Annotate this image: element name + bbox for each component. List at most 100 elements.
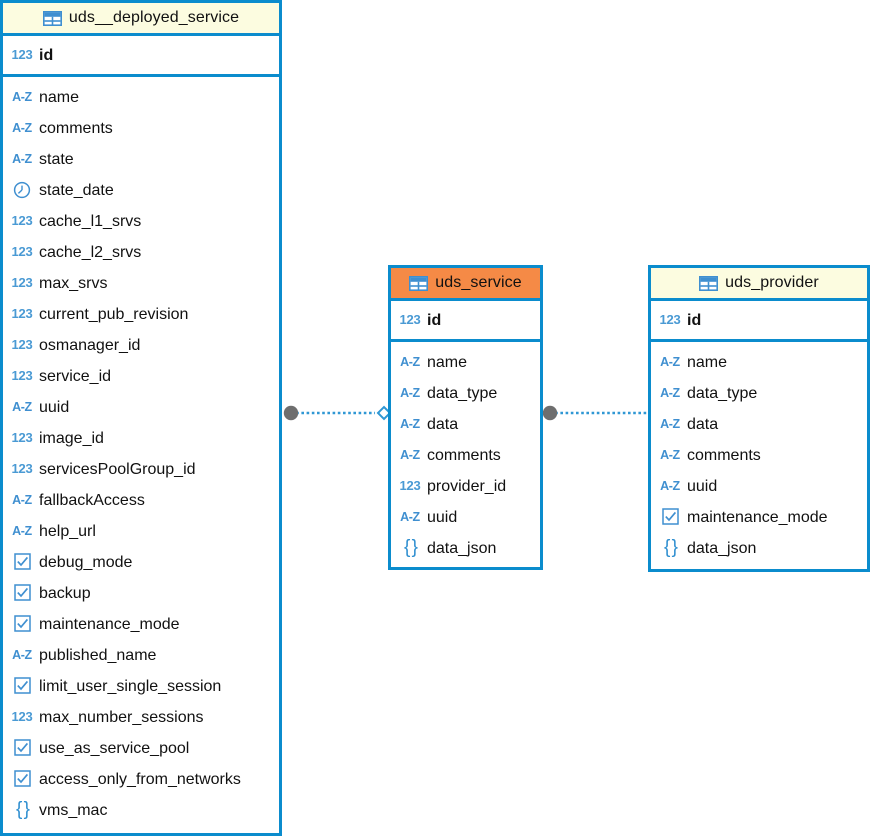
field-name: comments	[39, 119, 113, 137]
field-row[interactable]: access_only_from_networks	[3, 763, 279, 794]
field-name: uuid	[427, 508, 458, 526]
field-name: uuid	[39, 398, 70, 416]
field-row[interactable]: { }data_json	[391, 532, 540, 563]
field-name: comments	[427, 446, 501, 464]
field-name: name	[687, 353, 728, 371]
number-123-icon: 123	[11, 430, 33, 445]
relationship-service-to-provider[interactable]	[542, 405, 652, 421]
field-name: maintenance_mode	[687, 508, 828, 526]
filled-circle-marker	[283, 405, 299, 421]
field-name: service_id	[39, 367, 112, 385]
relationship-line	[542, 405, 650, 421]
number-123-icon: 123	[659, 312, 681, 327]
json-braces-icon: { }	[16, 798, 30, 820]
string-az-icon: A-Z	[400, 354, 420, 369]
entity-title: uds_provider	[725, 274, 819, 291]
table-icon	[42, 10, 62, 26]
field-name: maintenance_mode	[39, 615, 180, 633]
field-row[interactable]: A-Z uuid	[3, 391, 279, 422]
field-name: osmanager_id	[39, 336, 141, 354]
checkbox-icon	[11, 614, 33, 634]
field-name: data	[687, 415, 719, 433]
string-az-icon: A-Z	[660, 478, 680, 493]
number-123-icon: 123	[11, 368, 33, 383]
field-row[interactable]: 123 service_id	[3, 360, 279, 391]
field-row[interactable]: A-Z name	[391, 346, 540, 377]
field-name: id	[427, 311, 442, 329]
field-row[interactable]: maintenance_mode	[651, 501, 867, 532]
field-row[interactable]: maintenance_mode	[3, 608, 279, 639]
field-row[interactable]: A-Z name	[3, 81, 279, 112]
field-name: access_only_from_networks	[39, 770, 241, 788]
field-row[interactable]: state_date	[3, 174, 279, 205]
field-row[interactable]: 123 id	[391, 304, 540, 335]
entity-header[interactable]: uds_service	[391, 268, 540, 301]
field-row[interactable]: { }data_json	[651, 532, 867, 563]
field-row[interactable]: { }vms_mac	[3, 794, 279, 825]
field-row[interactable]: 123 id	[651, 304, 867, 335]
number-123-icon: 123	[11, 461, 33, 476]
string-az-icon: A-Z	[12, 89, 32, 104]
filled-circle-marker	[542, 405, 558, 421]
field-name: limit_user_single_session	[39, 677, 222, 695]
field-row[interactable]: 123 id	[3, 39, 279, 70]
field-row[interactable]: limit_user_single_session	[3, 670, 279, 701]
string-az-icon: A-Z	[660, 447, 680, 462]
string-az-icon: A-Z	[12, 492, 32, 507]
field-name: use_as_service_pool	[39, 739, 190, 757]
field-name: name	[39, 88, 80, 106]
string-az-icon: A-Z	[12, 151, 32, 166]
field-name: published_name	[39, 646, 157, 664]
field-row[interactable]: use_as_service_pool	[3, 732, 279, 763]
checkbox-icon	[11, 738, 33, 758]
relationship-deployed-service-to-service[interactable]	[283, 405, 392, 421]
entity-title: uds_service	[435, 274, 522, 291]
field-name: data_type	[687, 384, 758, 402]
json-braces-icon: { }	[404, 536, 418, 558]
string-az-icon: A-Z	[400, 385, 420, 400]
string-az-icon: A-Z	[12, 399, 32, 414]
entity-header[interactable]: uds_provider	[651, 268, 867, 301]
string-az-icon: A-Z	[12, 523, 32, 538]
entity-primary-keys: 123 id	[3, 36, 279, 77]
field-row[interactable]: A-Z comments	[651, 439, 867, 470]
entity-uds--deployed-service[interactable]: uds__deployed_service 123 id A-Z name A-Z…	[0, 0, 282, 836]
field-name: debug_mode	[39, 553, 133, 571]
field-name: name	[427, 353, 468, 371]
field-name: comments	[687, 446, 761, 464]
table-icon	[699, 275, 719, 291]
field-row[interactable]: A-Z comments	[3, 112, 279, 143]
field-row[interactable]: debug_mode	[3, 546, 279, 577]
field-row[interactable]: backup	[3, 577, 279, 608]
entity-header[interactable]: uds__deployed_service	[3, 3, 279, 36]
field-name: provider_id	[427, 477, 507, 495]
field-name: state_date	[39, 181, 114, 199]
string-az-icon: A-Z	[12, 120, 32, 135]
